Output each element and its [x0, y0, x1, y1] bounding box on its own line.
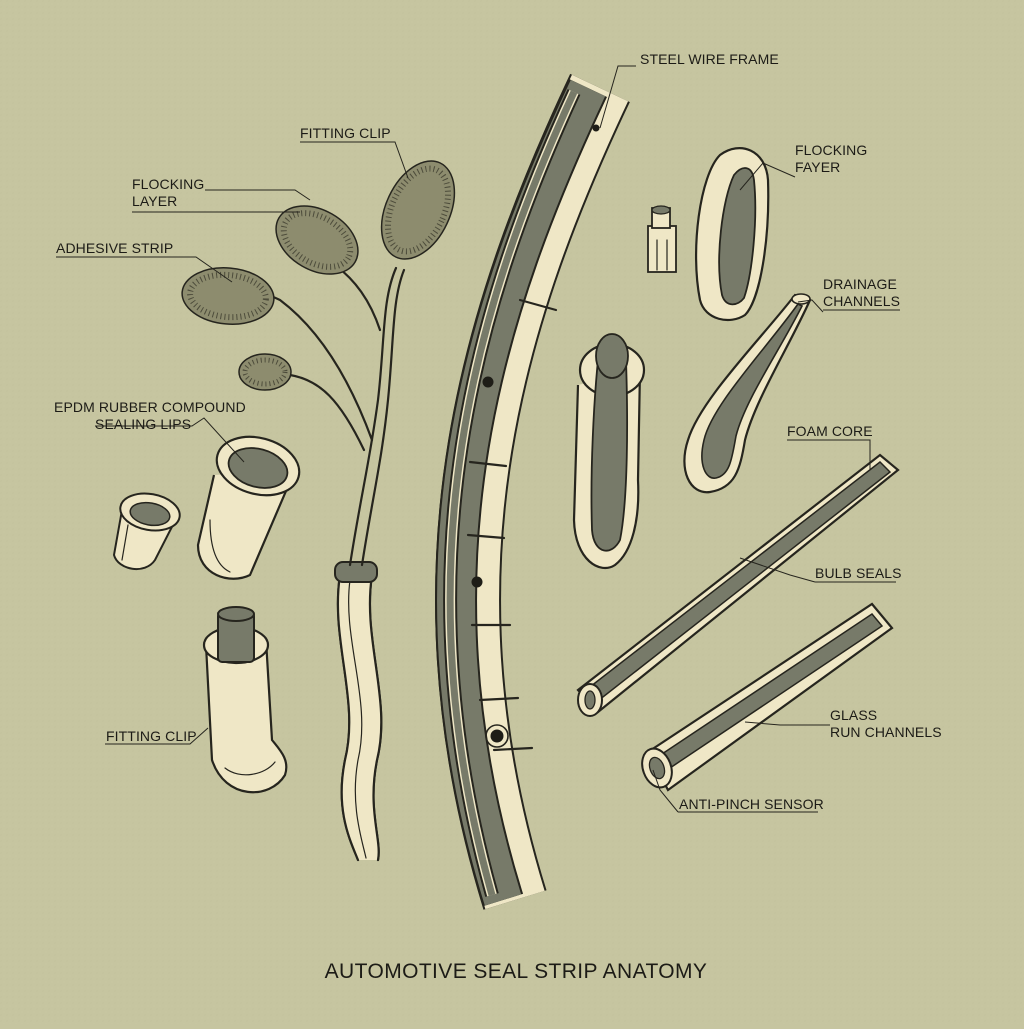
label-drainage-line2: CHANNELS	[823, 293, 900, 309]
label-anti-pinch-sensor: ANTI-PINCH SENSOR	[679, 796, 824, 812]
label-steel-wire-frame: STEEL WIRE FRAME	[640, 51, 779, 67]
small-tube-piece	[112, 492, 181, 570]
label-foam-core: FOAM CORE	[787, 423, 873, 439]
label-flocking-layer-right-line2: FAYER	[795, 159, 840, 175]
label-flocking-layer-left-line1: FLOCKING	[132, 176, 204, 192]
label-bulb-seals: BULB SEALS	[815, 565, 902, 581]
label-flocking-layer-right-line1: FLOCKING	[795, 142, 867, 158]
label-adhesive-strip: ADHESIVE STRIP	[56, 240, 173, 256]
label-glass-line2: RUN CHANNELS	[830, 724, 942, 740]
label-glass-line1: GLASS	[830, 707, 877, 723]
label-epdm-line1: EPDM RUBBER COMPOUND	[54, 399, 246, 415]
leader-lines	[56, 65, 900, 813]
foam-core-strip	[576, 453, 900, 717]
label-drainage-line1: DRAINAGE	[823, 276, 897, 292]
diagram-title: AUTOMOTIVE SEAL STRIP ANATOMY	[325, 960, 708, 983]
small-clip-connector	[647, 205, 677, 273]
glass-run-channel-strip	[641, 602, 894, 792]
label-fitting-clip-bottom: FITTING CLIP	[106, 728, 197, 744]
bulb-seal-tube	[572, 333, 646, 570]
label-flocking-layer-left-line2: LAYER	[132, 193, 177, 209]
flocked-stem-cluster	[181, 160, 456, 862]
drainage-channel-piece	[683, 293, 812, 494]
label-epdm-line2: SEALING LIPS	[95, 416, 191, 432]
fitting-clip-tube	[202, 606, 288, 794]
steel-wire-frame-strip	[435, 73, 630, 910]
epdm-tube-piece	[196, 435, 301, 580]
label-fitting-clip-top: FITTING CLIP	[300, 125, 391, 141]
